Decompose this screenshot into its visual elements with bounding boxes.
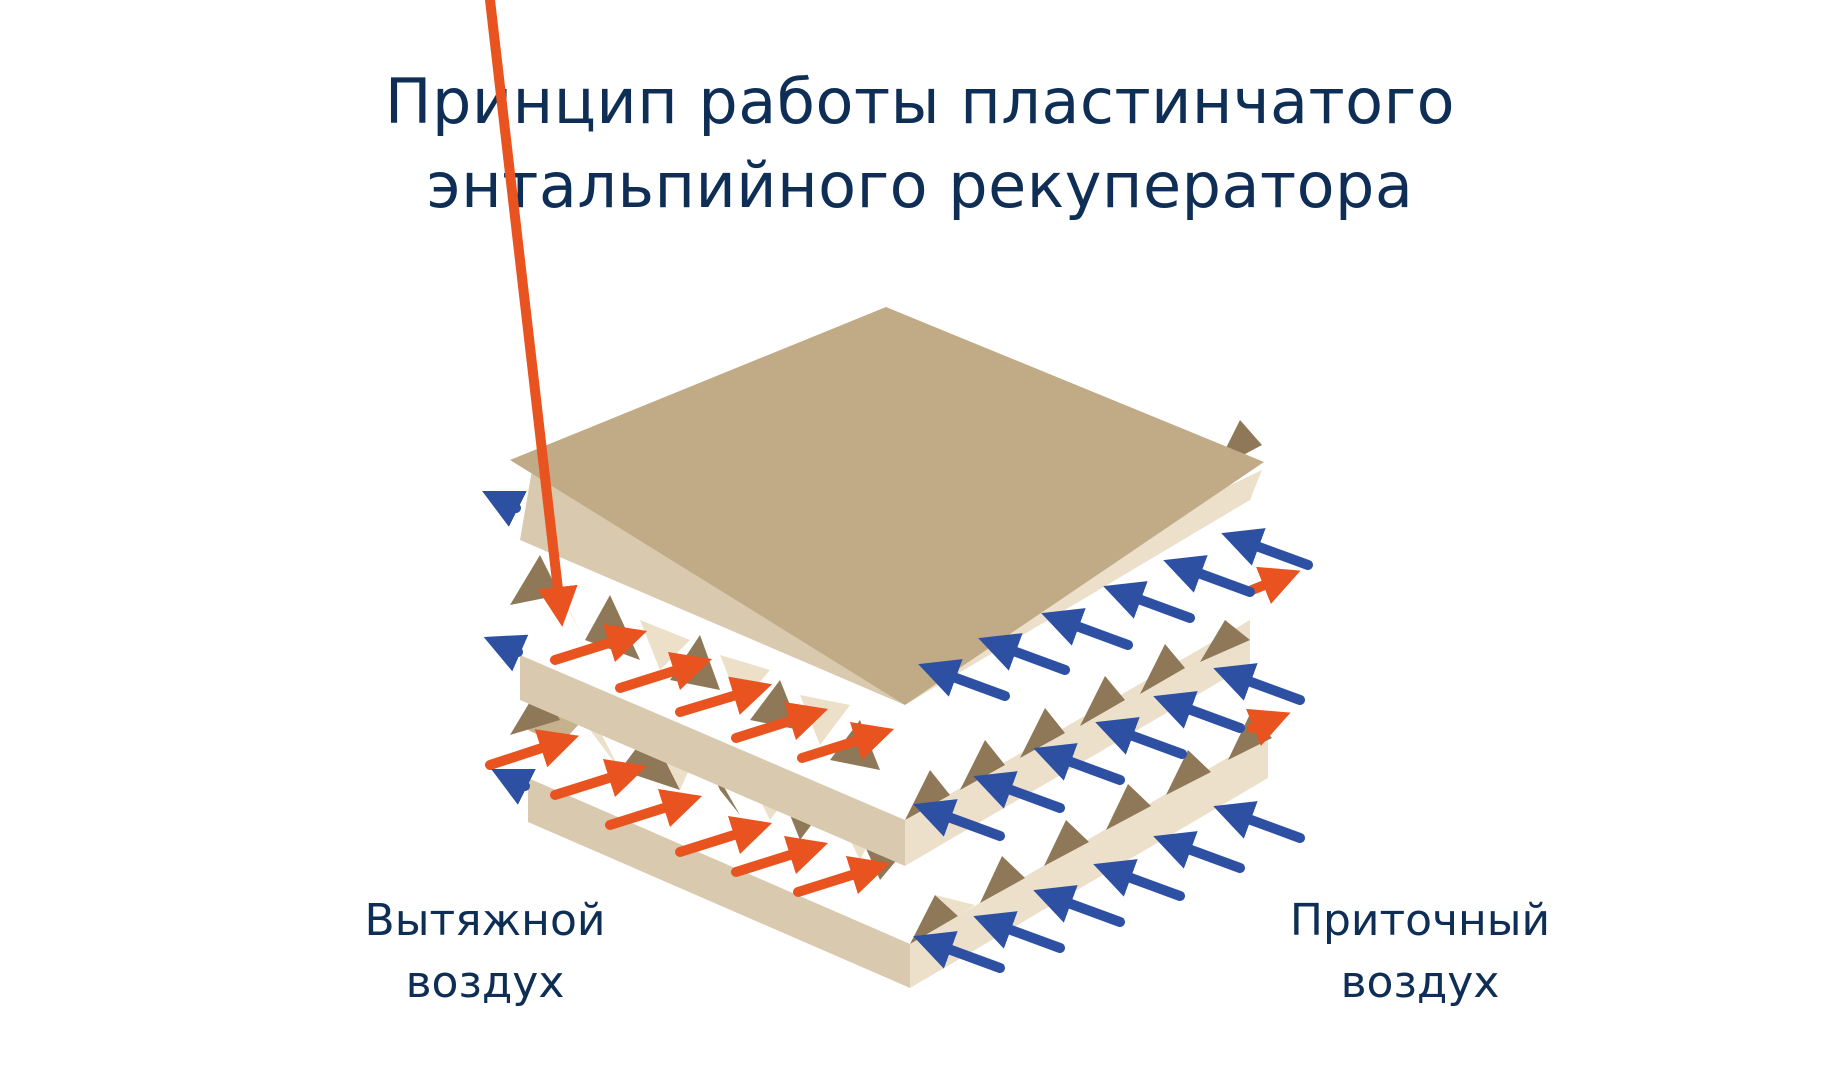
top-plate [510,307,1264,705]
title-line-1: Принцип работы пластинчатого [384,65,1456,138]
supply-arrows [482,491,1313,973]
diagram-title: Принцип работы пластинчатого энтальпийно… [0,60,1840,228]
supply-label-line-1: Приточный [1289,895,1551,946]
supply-air-label: Приточный воздух [1260,890,1580,1014]
exhaust-arrows [485,0,1301,897]
title-line-2: энтальпийного рекуператора [426,149,1414,222]
exhaust-label-line-1: Вытяжной [364,895,606,946]
supply-label-line-2: воздух [1340,957,1500,1008]
exhaust-label-line-2: воздух [405,957,565,1008]
exhaust-air-label: Вытяжной воздух [340,890,630,1014]
